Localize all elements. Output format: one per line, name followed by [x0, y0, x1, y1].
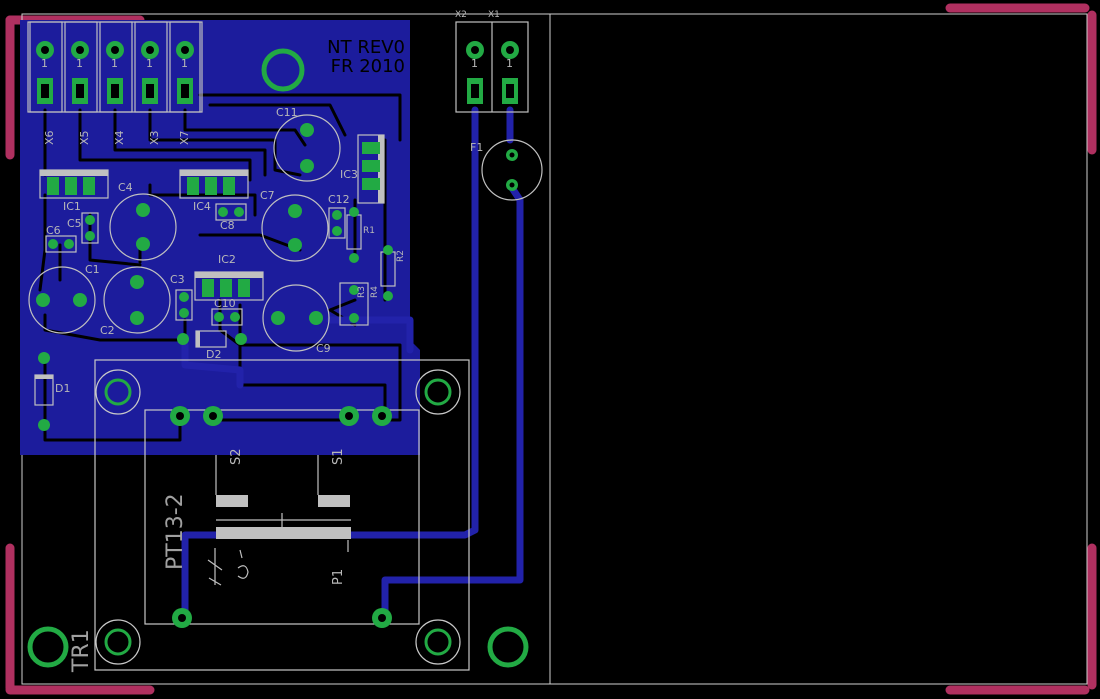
- ic1-label: IC1: [63, 200, 81, 213]
- pin-label: 1: [181, 57, 188, 70]
- capacitor-c10: C10: [211, 297, 243, 326]
- capacitor-c5: C5: [67, 212, 99, 244]
- connector-block-left: 1 1 1 1 1 X6 X5 X4 X3 X7: [27, 21, 203, 145]
- fuse-label: F1: [470, 141, 483, 154]
- c10-label: C10: [214, 297, 236, 310]
- d2-label: D2: [206, 348, 221, 361]
- capacitor-c4: C4: [109, 181, 177, 261]
- ic2: IC2: [194, 253, 264, 301]
- transformer-name: TR1: [69, 629, 94, 673]
- mounting-hole: [487, 626, 529, 668]
- resistor-r4: R4: [370, 286, 380, 298]
- transformer-pin-p1: P1: [331, 569, 346, 585]
- ic4: IC3: [340, 134, 385, 204]
- revision-line-1: NT REV0: [327, 37, 405, 58]
- fuse-f1: F1: [470, 139, 543, 201]
- pin-label: 1: [506, 57, 513, 70]
- c2-label: C2: [100, 324, 115, 337]
- connector-label-x2: X2: [455, 10, 467, 20]
- capacitor-c12: C12: [328, 193, 350, 239]
- capacitor-c2: C2: [100, 266, 171, 337]
- resistor-r2: R2: [380, 245, 406, 301]
- c1-label: C1: [85, 263, 100, 276]
- r1-label: R1: [363, 226, 375, 236]
- capacitor-c3: C3: [170, 273, 193, 321]
- c4-label: C4: [118, 181, 133, 194]
- r2-label: R2: [396, 250, 406, 262]
- c6-label: C6: [46, 224, 61, 237]
- c9-label: C9: [316, 342, 331, 355]
- revision-block: NT REV0 FR 2010: [261, 33, 408, 92]
- transformer-tr1: S2 S1 P1 PT13-2 TR1: [69, 359, 470, 673]
- pin-label: 1: [146, 57, 153, 70]
- resistor-r3: R3: [339, 282, 369, 326]
- c8-label: C8: [220, 219, 235, 232]
- capacitor-c11: C11: [273, 106, 341, 182]
- c3-label: C3: [170, 273, 185, 286]
- pin-label: 1: [111, 57, 118, 70]
- d1-label: D1: [55, 382, 70, 395]
- c7-label: C7: [260, 189, 275, 202]
- ic3: IC4: [179, 169, 249, 213]
- connector-label-x5: X5: [78, 130, 91, 145]
- ic1: IC1: [39, 169, 109, 213]
- isolation-traces: [38, 93, 402, 442]
- ic4-label: IC3: [340, 168, 358, 181]
- capacitor-c6: C6: [45, 224, 77, 253]
- connector-label-x1: X1: [488, 10, 500, 20]
- connector-label-x3: X3: [148, 130, 161, 145]
- ic2-label: IC2: [218, 253, 236, 266]
- diode-d1: D1: [34, 352, 70, 431]
- connector-label-x7: X7: [178, 130, 191, 145]
- mounting-hole: [261, 48, 305, 92]
- c12-label: C12: [328, 193, 350, 206]
- capacitor-c9: C9: [262, 284, 331, 355]
- revision-line-2: FR 2010: [331, 56, 405, 77]
- transformer-pin-s1: S1: [331, 448, 346, 465]
- diode-d2: D2: [177, 330, 247, 361]
- copper-traces: [181, 106, 524, 619]
- connector-label-x4: X4: [113, 130, 126, 145]
- capacitor-c7: C7: [260, 189, 329, 262]
- connector-label-x6: X6: [43, 130, 56, 145]
- capacitor-c1: C1: [28, 263, 100, 334]
- r4-label: R4: [370, 286, 380, 298]
- c11-label: C11: [276, 106, 298, 119]
- c5-label: C5: [67, 217, 82, 230]
- mounting-hole: [27, 626, 69, 668]
- r3-label: R3: [357, 286, 367, 298]
- connector-block-right: 1 1 X2 X1: [455, 10, 529, 113]
- transformer-pin-s2: S2: [229, 448, 244, 465]
- pin-label: 1: [76, 57, 83, 70]
- ic3-label: IC4: [193, 200, 211, 213]
- capacitor-c8: C8: [215, 203, 247, 232]
- pin-label: 1: [471, 57, 478, 70]
- pin-label: 1: [41, 57, 48, 70]
- resistor-r1: R1: [346, 207, 375, 263]
- transformer-type: PT13-2: [163, 493, 188, 570]
